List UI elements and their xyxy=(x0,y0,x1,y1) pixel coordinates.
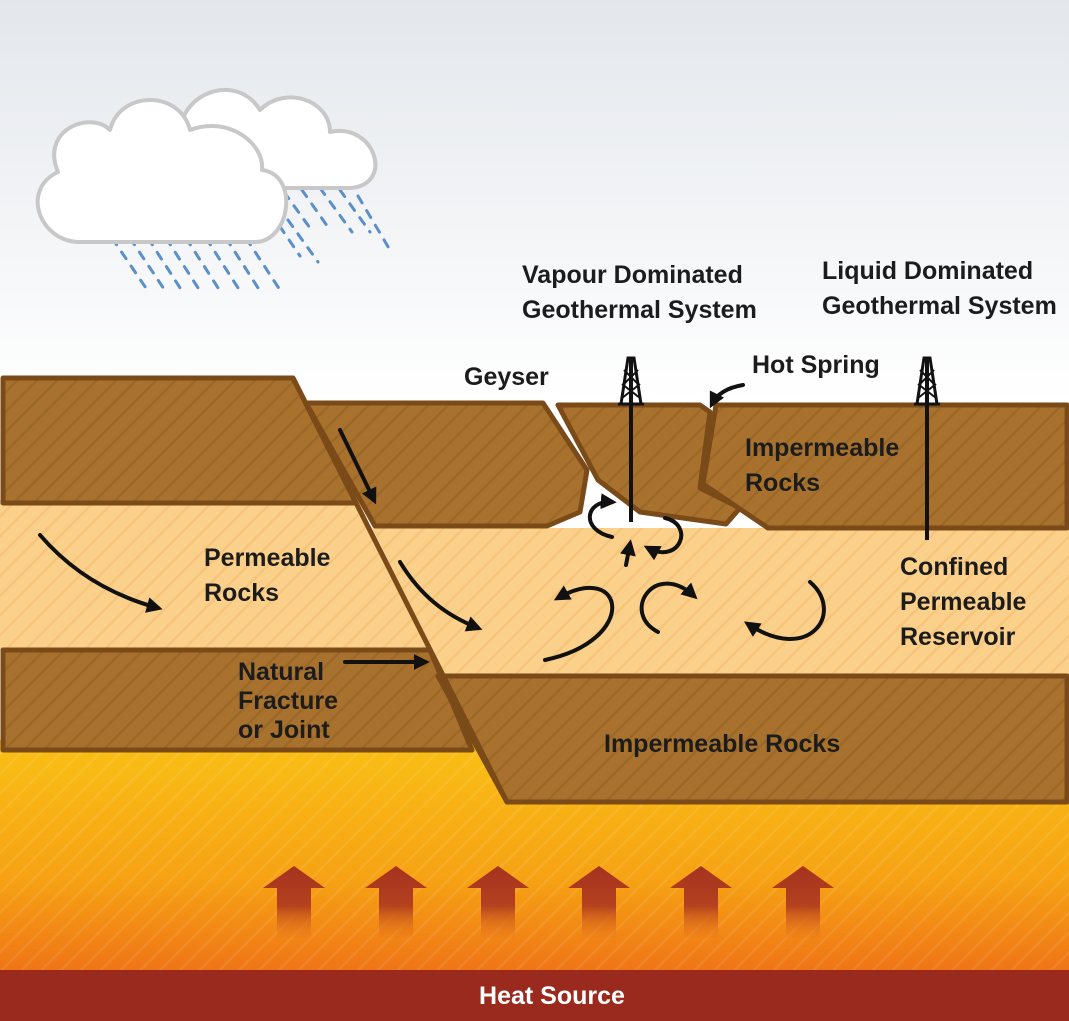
confined-reservoir-label-line1: Confined xyxy=(900,553,1008,581)
impermeable-block-top-right xyxy=(700,402,1069,531)
hot-spring-label: Hot Spring xyxy=(752,351,880,379)
permeable-layer-left xyxy=(0,500,428,650)
vapour-system-label-line1: Vapour Dominated xyxy=(522,261,743,289)
confined-reservoir-label-line2: Permeable xyxy=(900,588,1027,616)
heat-arrow-icon xyxy=(670,866,732,938)
flow-arrow-icon xyxy=(643,516,684,561)
fracture-label-line2: Fracture xyxy=(238,687,338,715)
permeable-rocks-label-line2: Rocks xyxy=(204,579,279,607)
liquid-system-label-line2: Geothermal System xyxy=(822,292,1057,320)
heat-arrow-icon xyxy=(365,866,427,938)
drilling-rig-icon xyxy=(618,356,644,522)
flow-arrow-icon xyxy=(709,383,745,409)
heat-arrow-icon xyxy=(467,866,529,938)
geyser-label: Geyser xyxy=(464,363,549,391)
flow-arrow-icon xyxy=(587,493,617,539)
flow-arrow-icon xyxy=(38,533,163,613)
heat-source-band xyxy=(0,970,1069,1021)
flow-arrow-icon xyxy=(620,539,636,567)
flow-arrow-icon xyxy=(398,560,483,632)
vapour-system-label-line2: Geothermal System xyxy=(522,296,757,324)
flow-arrow-icon xyxy=(639,581,698,634)
flow-arrows xyxy=(38,383,826,670)
heat-arrow-icon xyxy=(772,866,834,938)
heat-source-label: Heat Source xyxy=(479,982,625,1010)
impermeable-top-label-line1: Impermeable xyxy=(745,434,899,462)
fracture-label-line3: or Joint xyxy=(238,716,330,744)
liquid-system-label-line1: Liquid Dominated xyxy=(822,257,1033,285)
permeable-reservoir xyxy=(372,528,1069,676)
impermeable-top-label-line2: Rocks xyxy=(745,469,820,497)
fracture-label-line1: Natural xyxy=(238,658,324,686)
natural-fracture-line xyxy=(290,375,510,805)
impermeable-bottom-label: Impermeable Rocks xyxy=(604,730,840,758)
flow-arrow-icon xyxy=(338,428,377,505)
confined-reservoir-label-line3: Reservoir xyxy=(900,623,1016,651)
impermeable-block-middle-left xyxy=(0,647,475,753)
flow-arrow-icon xyxy=(543,585,615,662)
rain-icon xyxy=(110,186,392,296)
permeable-rocks-label-line1: Permeable xyxy=(204,544,331,572)
cloud-icon xyxy=(35,88,378,244)
heat-arrow-icon xyxy=(568,866,630,938)
flow-arrow-icon xyxy=(743,580,826,641)
heat-arrows xyxy=(263,866,834,938)
drilling-rig-icon xyxy=(914,356,940,540)
heat-arrow-icon xyxy=(263,866,325,938)
